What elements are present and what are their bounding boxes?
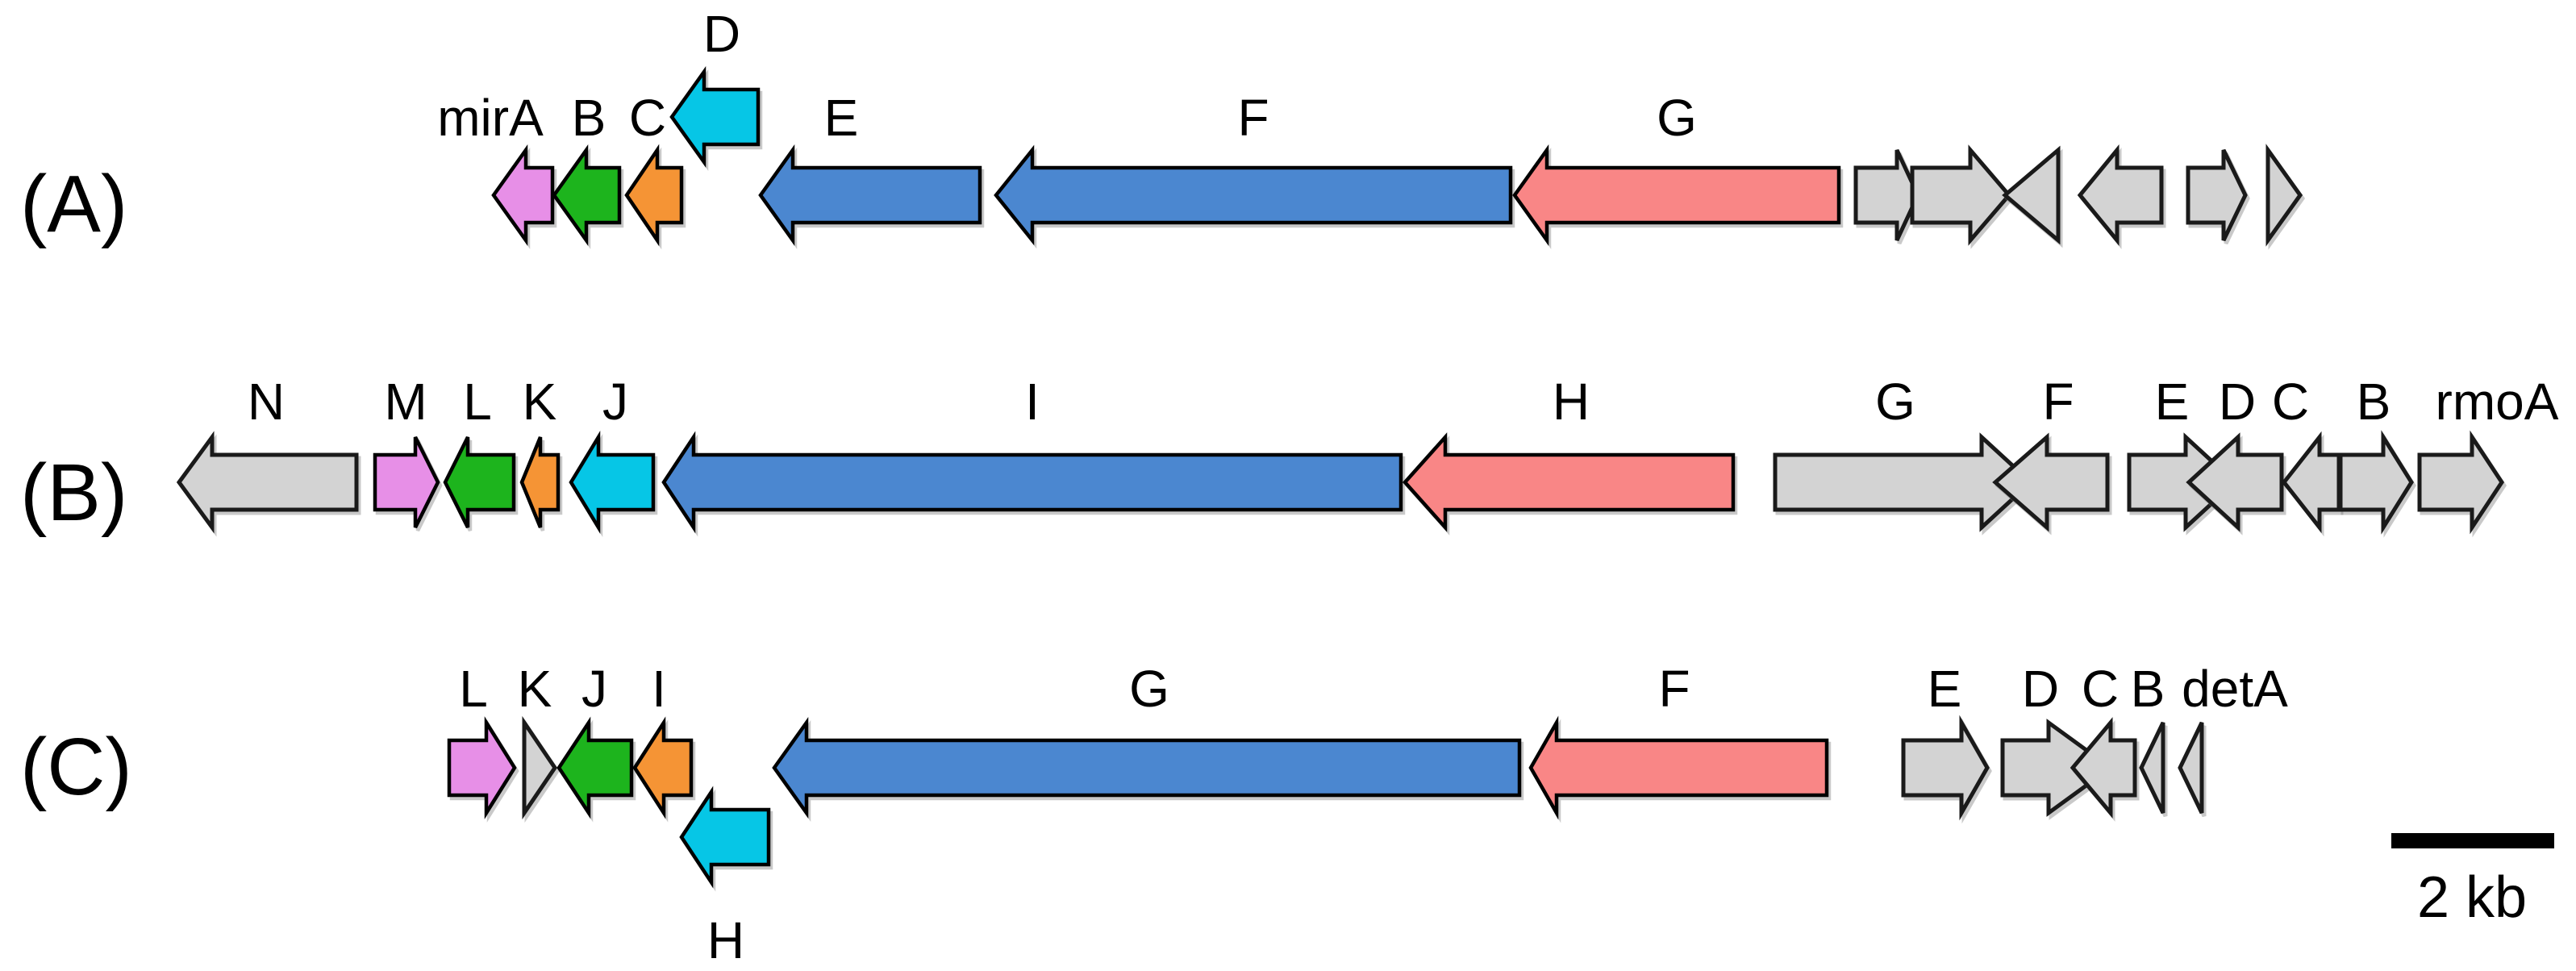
- gene-arrow-a-d: [669, 65, 761, 169]
- gene-label-b-c: C: [2272, 373, 2309, 431]
- gene-label-b-n: N: [248, 373, 285, 431]
- gene-arrow-c-b: [2139, 721, 2165, 815]
- gene-arrow-c-i: [632, 716, 694, 819]
- gene-label-c-k: K: [518, 660, 552, 718]
- gene-label-c-g: G: [1129, 660, 1169, 718]
- gene-label-a-g: G: [1657, 89, 1697, 147]
- gene-arrow-c-deta: [2178, 721, 2204, 815]
- gene-label-b-l: L: [463, 373, 492, 431]
- gene-label-a-e: E: [824, 89, 859, 147]
- gene-arrow-a-unlabeled-13: [2265, 144, 2303, 247]
- gene-arrow-a-unlabeled-12: [2186, 148, 2248, 242]
- panel-label-b: (B): [20, 448, 127, 538]
- gene-arrow-b-b: [2338, 430, 2414, 535]
- scale-bar-line: [2391, 833, 2554, 848]
- gene-label-a-b: B: [572, 89, 606, 147]
- gene-arrow-c-f: [1528, 715, 1829, 820]
- scale-bar: 2 kb: [2391, 833, 2554, 930]
- gene-label-c-f: F: [1658, 660, 1690, 718]
- gene-arrow-c-h: [679, 786, 771, 889]
- gene-arrow-a-f: [994, 144, 1513, 246]
- gene-arrow-b-rmoa: [2417, 430, 2504, 535]
- gene-label-b-g: G: [1875, 373, 1915, 431]
- gene-label-b-rmoa: rmoA: [2436, 373, 2559, 431]
- panel-label-a: (A): [20, 159, 127, 249]
- gene-label-c-b: B: [2131, 660, 2165, 718]
- gene-label-b-e: E: [2155, 373, 2190, 431]
- gene-arrow-a-unlabeled-10: [2002, 145, 2061, 245]
- gene-label-a-mira: mirA: [437, 89, 544, 147]
- gene-label-b-m: M: [384, 373, 427, 431]
- gene-arrow-b-n: [176, 431, 359, 534]
- gene-arrow-c-l: [447, 716, 517, 819]
- gene-arrow-c-k: [522, 715, 558, 820]
- scale-bar-label: 2 kb: [2417, 865, 2527, 930]
- gene-label-a-f: F: [1237, 89, 1269, 147]
- gene-arrow-a-unlabeled-8: [1853, 148, 1920, 242]
- gene-arrow-c-g: [772, 716, 1522, 819]
- gene-arrow-b-h: [1402, 432, 1736, 532]
- gene-label-b-b: B: [2357, 373, 2391, 431]
- gene-label-b-d: D: [2219, 373, 2256, 431]
- gene-label-c-deta: detA: [2182, 660, 2288, 718]
- gene-arrow-b-i: [661, 431, 1403, 534]
- gene-label-c-e: E: [1928, 660, 1962, 718]
- gene-arrow-a-c: [624, 144, 684, 247]
- gene-label-b-j: J: [602, 373, 628, 431]
- gene-label-c-i: I: [652, 660, 666, 718]
- gene-arrow-b-g: [1773, 432, 2034, 532]
- gene-label-c-j: J: [581, 660, 607, 718]
- gene-arrow-c-j: [556, 716, 634, 819]
- gene-label-a-c: C: [629, 89, 666, 147]
- gene-label-b-k: K: [523, 373, 557, 431]
- gene-label-c-l: L: [459, 660, 488, 718]
- gene-arrow-b-l: [443, 435, 516, 529]
- gene-arrow-c-d: [2000, 719, 2115, 817]
- gene-arrow-c-e: [1901, 715, 1990, 821]
- gene-label-c-c: C: [2082, 660, 2119, 718]
- gene-arrow-b-j: [569, 430, 656, 535]
- gene-label-c-d: D: [2022, 660, 2059, 718]
- gene-arrow-a-g: [1512, 144, 1841, 247]
- gene-arrow-b-m: [373, 435, 440, 529]
- gene-label-a-d: D: [703, 5, 740, 63]
- gene-arrow-a-unlabeled-9: [1910, 144, 2012, 246]
- gene-arrow-a-mira: [491, 144, 555, 247]
- gene-arrow-b-c: [2281, 431, 2341, 534]
- gene-label-b-h: H: [1553, 373, 1590, 431]
- gene-arrow-b-e: [2127, 432, 2238, 532]
- gene-label-c-h: H: [707, 911, 744, 969]
- gene-arrow-a-b: [552, 144, 622, 247]
- gene-arrow-c-c: [2070, 717, 2137, 819]
- gene-label-b-i: I: [1025, 373, 1040, 431]
- gene-arrow-b-f: [1992, 432, 2110, 532]
- gene-arrow-a-unlabeled-11: [2077, 144, 2164, 246]
- panel-label-c: (C): [20, 722, 132, 812]
- gene-label-b-f: F: [2042, 373, 2074, 431]
- gene-arrow-b-k: [519, 436, 561, 528]
- gene-arrow-a-e: [758, 144, 982, 247]
